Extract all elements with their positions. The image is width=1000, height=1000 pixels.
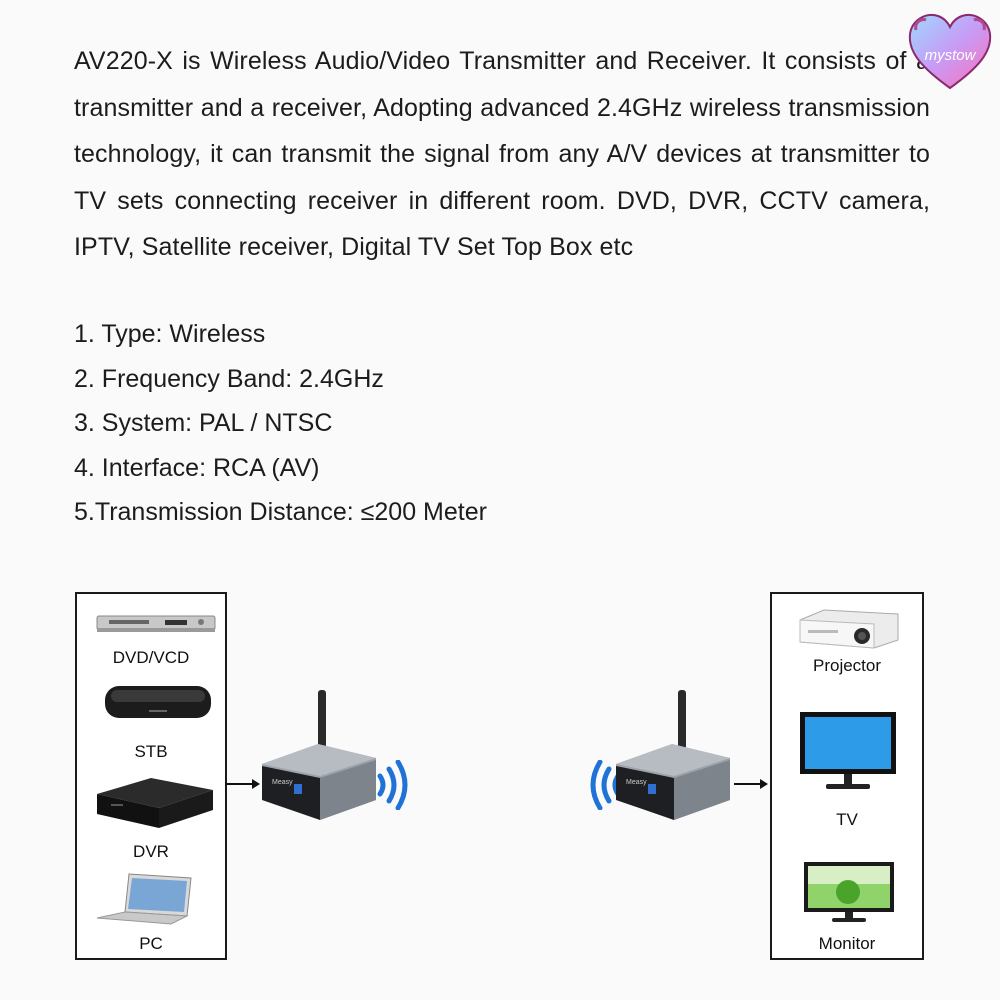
tv-icon [800,712,896,789]
source-label-dvr: DVR [133,842,169,861]
destination-label-monitor: Monitor [818,934,876,953]
spec-item: 5.Transmission Distance: ≤200 Meter [74,498,487,526]
destination-label-tv: TV [836,810,858,829]
receiver-icon: Measy [616,690,730,820]
dvr-icon [97,778,213,828]
source-label-pc: PC [139,934,163,953]
source-label-dvd: DVD/VCD [112,648,190,667]
projector-icon [799,609,899,649]
product-description: AV220-X is Wireless Audio/Video Transmit… [74,47,930,261]
wireless-signal-icon [377,760,408,810]
heart-logo-icon: mystow [908,14,992,90]
spec-item: 3. System: PAL / NTSC [74,409,333,437]
set-top-box-icon [105,686,211,718]
spec-item: 4. Interface: RCA (AV) [74,453,320,482]
spec-list: 1. Type: Wireless 2. Frequency Band: 2.4… [74,312,487,535]
spec-item: 1. Type: Wireless [74,320,266,348]
arrow-right-icon [734,779,768,789]
destination-devices-panel: Projector TV Monitor [770,592,924,960]
transmitter-icon: Measy [262,690,376,820]
monitor-icon [804,862,894,922]
laptop-icon [96,873,192,925]
destination-label-projector: Projector [812,656,882,675]
source-label-stb: STB [134,742,168,761]
svg-text:Measy: Measy [626,779,647,786]
dvd-player-icon [96,615,216,632]
spec-item: 2. Frequency Band: 2.4GHz [74,364,384,393]
arrow-right-icon [226,779,260,789]
logo-text: mystow [925,47,977,64]
source-devices-panel: DVD/VCD STB DVR PC [75,592,227,960]
svg-text:Measy: Measy [272,779,293,786]
